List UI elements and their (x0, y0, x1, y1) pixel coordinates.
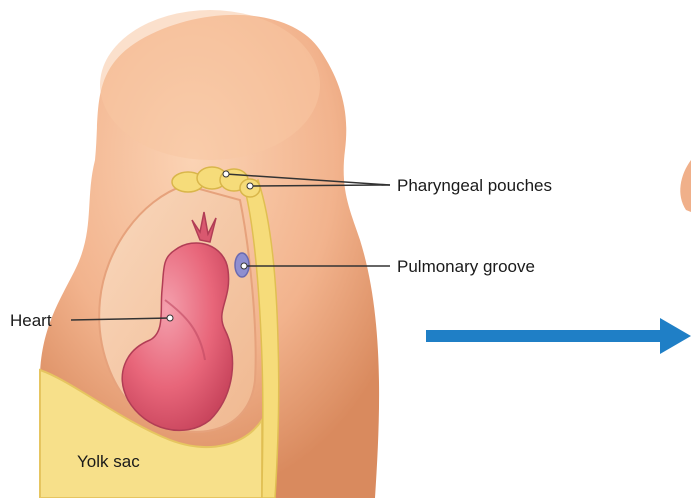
right-arrow-icon (426, 318, 691, 354)
label-pulmonary-groove: Pulmonary groove (397, 257, 535, 276)
next-embryo-edge (680, 160, 691, 212)
heart-dot (167, 315, 173, 321)
head-highlight (100, 10, 320, 160)
pharyngeal-pouches-dot (223, 171, 229, 177)
pulmonary-groove-dot (241, 263, 247, 269)
pharyngeal-pouches-dot-2 (247, 183, 253, 189)
label-yolk-sac: Yolk sac (77, 452, 140, 471)
label-pharyngeal-pouches: Pharyngeal pouches (397, 176, 552, 195)
label-heart: Heart (10, 311, 52, 330)
pharyngeal-pouches-leader-2 (250, 185, 390, 186)
